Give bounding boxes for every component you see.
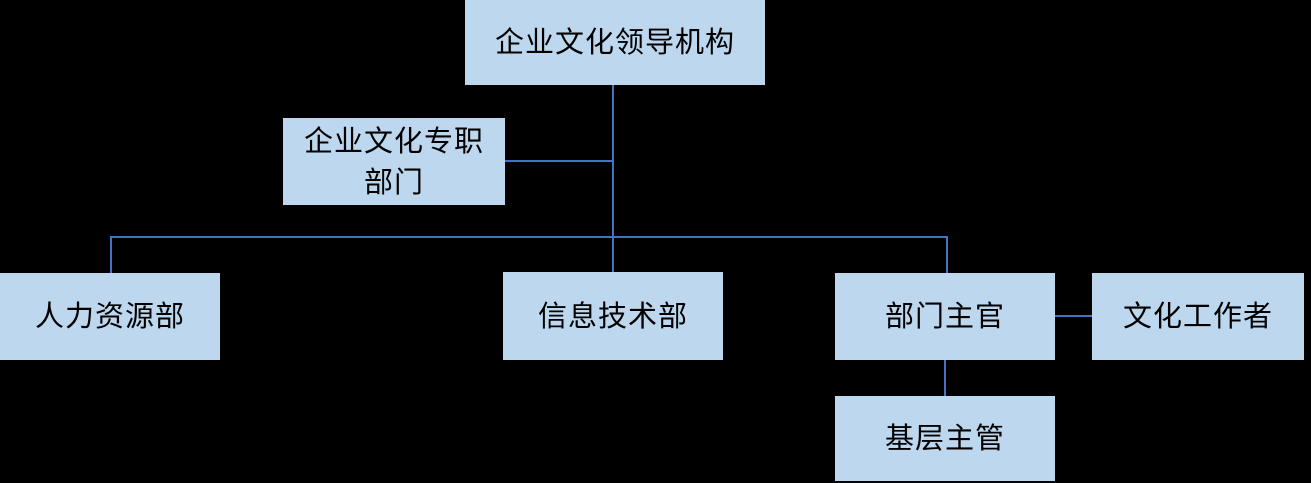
connector-dept-head-to-grassroots (944, 360, 946, 396)
connector-dept-head-to-culture-worker (1055, 315, 1092, 317)
org-node-dept-head: 部门主官 (835, 273, 1055, 360)
org-node-dedicated-dept: 企业文化专职 部门 (283, 118, 505, 205)
org-node-leadership: 企业文化领导机构 (465, 0, 765, 85)
connector-dedicated-dept-link (503, 160, 613, 162)
connector-leadership-drop (612, 85, 614, 272)
org-node-grassroots: 基层主管 (835, 396, 1055, 481)
org-node-hr-dept: 人力资源部 (0, 273, 220, 360)
org-node-culture-worker: 文化工作者 (1092, 273, 1304, 360)
connector-rail-to-dept-head (946, 236, 948, 273)
org-node-it-dept: 信息技术部 (503, 272, 723, 360)
connector-rail-to-hr (110, 236, 112, 273)
connector-rail (110, 236, 948, 238)
